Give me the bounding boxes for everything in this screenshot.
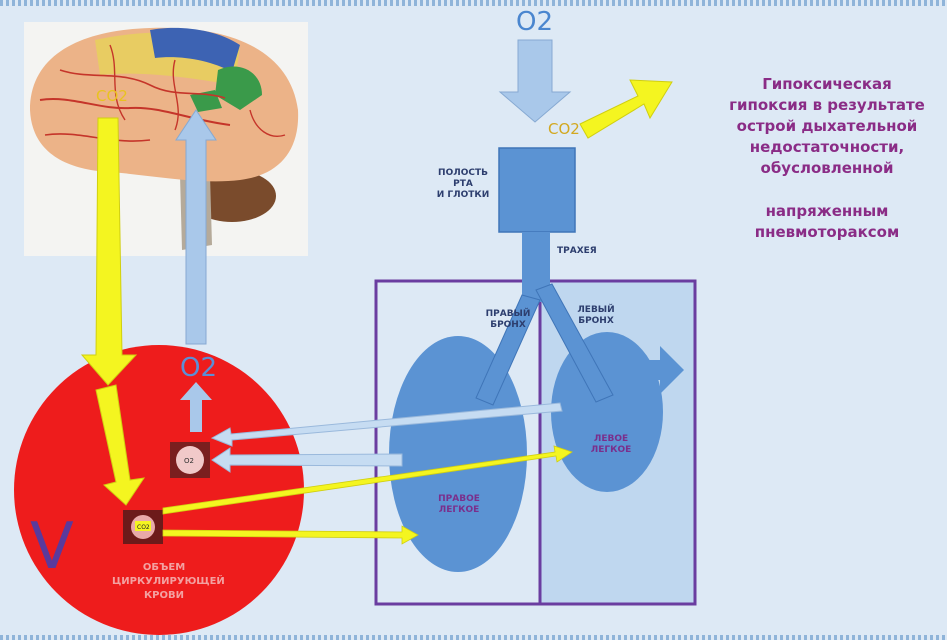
- title-line: пневмотораксом: [712, 222, 942, 243]
- title-line: обусловленной: [712, 158, 942, 179]
- title-line: напряженным: [712, 201, 942, 222]
- title-spacer: [712, 179, 942, 201]
- co2-exhale-arrow: [580, 80, 672, 138]
- trachea-label: ТРАХЕЯ: [557, 246, 607, 257]
- brain-image: [24, 22, 308, 256]
- svg-text:O2: O2: [184, 457, 194, 465]
- title-line: гипоксия в результате: [712, 95, 942, 116]
- co2-exhale-label: CO2: [548, 120, 580, 138]
- co2-brain-label: CO2: [96, 87, 128, 105]
- v-symbol: V: [30, 510, 74, 584]
- title-line: Гипоксическая: [712, 74, 942, 95]
- bottom-border: [0, 635, 947, 640]
- title-line: острой дыхательной: [712, 116, 942, 137]
- svg-text:CO2: CO2: [137, 524, 150, 531]
- o2-blood-label: O2: [180, 353, 217, 383]
- co2-cell-icon: CO2: [123, 510, 163, 544]
- title-line: недостаточности,: [712, 137, 942, 158]
- o2-top-label: O2: [516, 7, 553, 37]
- mouth-cavity: [499, 148, 575, 232]
- left-lung: [551, 332, 663, 492]
- o2-cell-icon: O2: [170, 442, 210, 478]
- o2-inhale-arrow: [500, 40, 570, 122]
- slide-title: Гипоксическая гипоксия в результате остр…: [712, 74, 942, 243]
